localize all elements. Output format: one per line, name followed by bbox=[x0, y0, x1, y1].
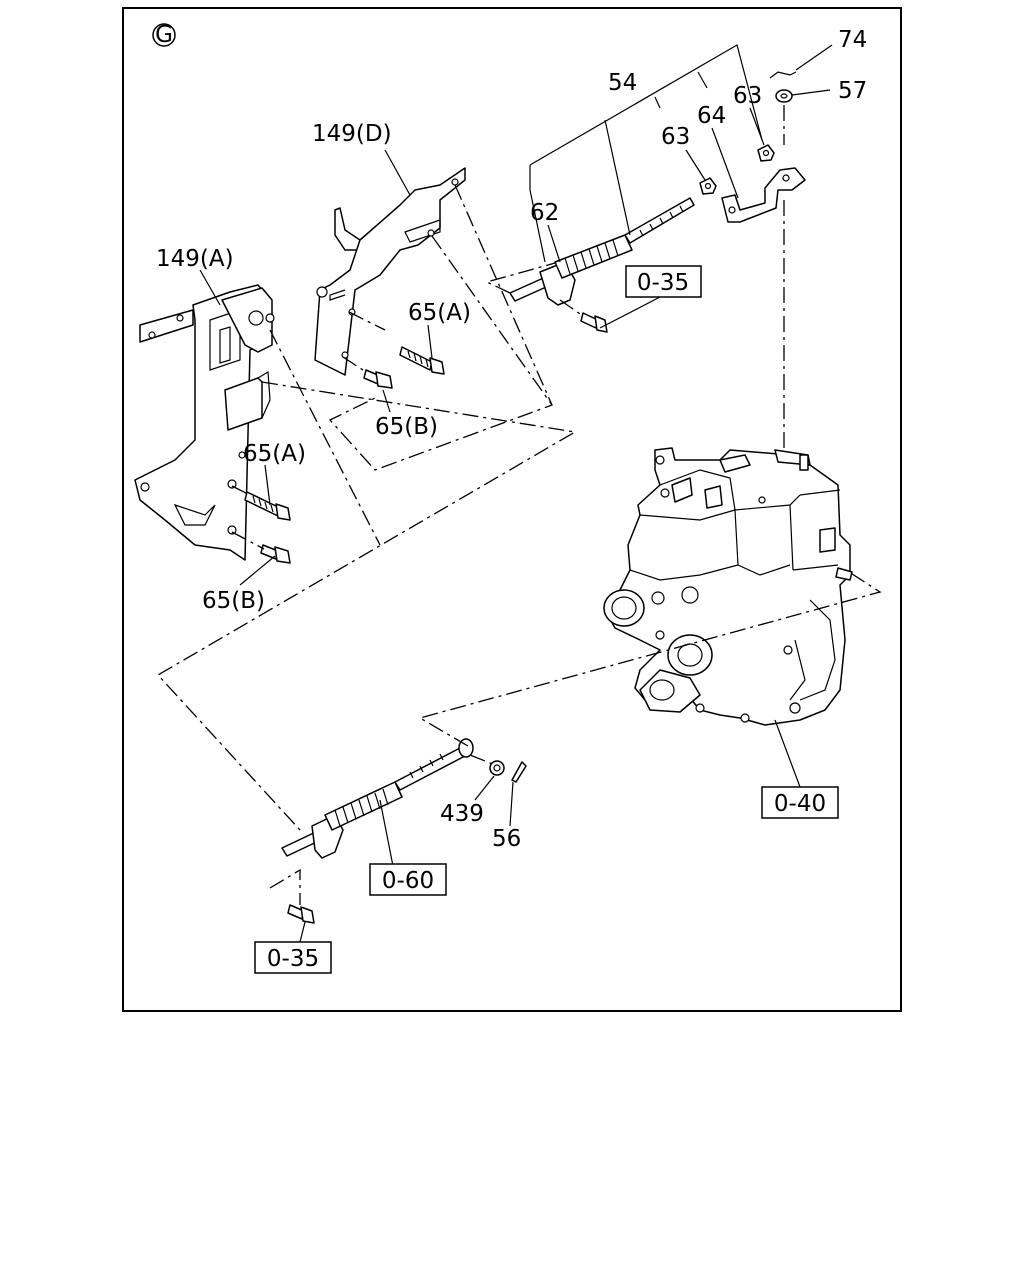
ref-box-0-35-bottom: 0-35 bbox=[254, 941, 332, 974]
bolt-65b-top bbox=[363, 369, 393, 389]
bolt-upper-cable bbox=[580, 312, 608, 333]
nut-63-right bbox=[757, 144, 775, 162]
svg-text:0-35: 0-35 bbox=[637, 270, 689, 296]
clip-74 bbox=[769, 71, 797, 79]
svg-text:0-35: 0-35 bbox=[267, 946, 319, 972]
callout-56: 56 bbox=[492, 826, 521, 852]
svg-text:0-40: 0-40 bbox=[774, 791, 826, 817]
washer-439 bbox=[489, 760, 505, 776]
callout-149a: 149(A) bbox=[156, 246, 234, 272]
bolt-65b-left bbox=[260, 544, 291, 564]
callout-65b-left: 65(B) bbox=[202, 588, 265, 614]
cable-0-60 bbox=[281, 738, 474, 859]
callout-74: 74 bbox=[838, 27, 867, 53]
callout-63-left: 63 bbox=[661, 124, 690, 150]
nut-63-left bbox=[699, 177, 717, 195]
callout-65b-top: 65(B) bbox=[375, 414, 438, 440]
bolt-65a-top bbox=[399, 346, 445, 375]
callout-62: 62 bbox=[530, 200, 559, 226]
callout-57: 57 bbox=[838, 78, 867, 104]
callout-54: 54 bbox=[608, 70, 637, 96]
svg-text:0-60: 0-60 bbox=[382, 868, 434, 894]
callout-65a-top: 65(A) bbox=[408, 300, 471, 326]
pin-56 bbox=[511, 761, 527, 783]
ref-box-0-60: 0-60 bbox=[369, 863, 447, 896]
ref-box-0-35-top: 0-35 bbox=[625, 265, 702, 298]
washer-57 bbox=[775, 89, 793, 103]
ref-box-0-40: 0-40 bbox=[761, 786, 839, 819]
callout-64: 64 bbox=[697, 103, 726, 129]
callout-63-right: 63 bbox=[733, 83, 762, 109]
bracket-64 bbox=[721, 167, 806, 223]
bracket-149d bbox=[314, 167, 466, 376]
leader-lines bbox=[199, 44, 833, 943]
cable-62 bbox=[509, 197, 695, 306]
bracket-149a bbox=[134, 284, 275, 561]
phantom-lines bbox=[156, 105, 882, 905]
callout-439: 439 bbox=[440, 801, 484, 827]
transmission-housing bbox=[603, 447, 853, 726]
callout-65a-left: 65(A) bbox=[243, 441, 306, 467]
bolt-lower-cable bbox=[287, 904, 315, 924]
bolt-65a-left bbox=[244, 491, 291, 521]
diagram-frame bbox=[122, 7, 902, 1012]
svg-text:G: G bbox=[155, 22, 173, 48]
section-marker: G bbox=[152, 22, 176, 48]
callout-149d: 149(D) bbox=[312, 121, 392, 147]
